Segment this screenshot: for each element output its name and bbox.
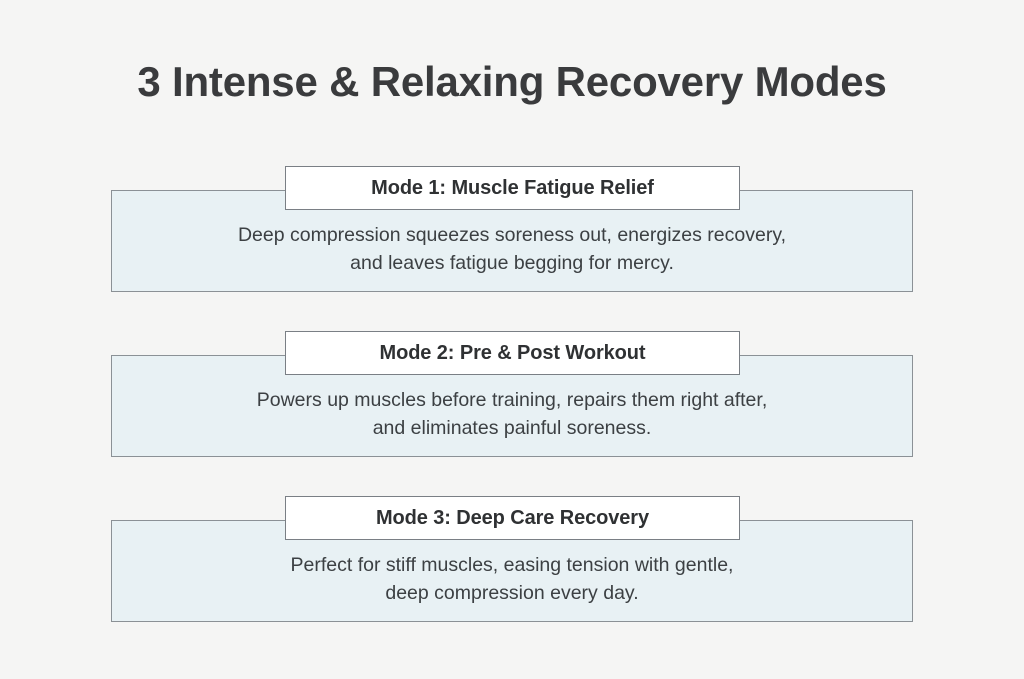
mode-card-1-description: Deep compression squeezes soreness out, … — [112, 221, 912, 277]
mode-card-1-title: Mode 1: Muscle Fatigue Relief — [371, 176, 654, 199]
mode-card-3-title-box: Mode 3: Deep Care Recovery — [285, 496, 740, 540]
mode-card-2-title-box: Mode 2: Pre & Post Workout — [285, 331, 740, 375]
mode-card-1-title-box: Mode 1: Muscle Fatigue Relief — [285, 166, 740, 210]
mode-card-3-description: Perfect for stiff muscles, easing tensio… — [112, 551, 912, 607]
page-title: 3 Intense & Relaxing Recovery Modes — [137, 58, 887, 105]
mode-card-3-description-line-1: Perfect for stiff muscles, easing tensio… — [290, 554, 734, 576]
mode-card-3-description-line-2: deep compression every day. — [385, 582, 639, 604]
mode-card-2-description: Powers up muscles before training, repai… — [112, 386, 912, 442]
mode-card-1-description-line-1: Deep compression squeezes soreness out, … — [237, 224, 787, 246]
mode-card-1-description-line-2: and leaves fatigue begging for mercy. — [350, 252, 674, 274]
mode-card-3-title: Mode 3: Deep Care Recovery — [375, 506, 650, 529]
mode-card-2-description-line-2: and eliminates painful soreness. — [372, 417, 652, 439]
mode-card-2-description-line-1: Powers up muscles before training, repai… — [256, 389, 768, 411]
mode-card-2-title: Mode 2: Pre & Post Workout — [379, 341, 646, 364]
